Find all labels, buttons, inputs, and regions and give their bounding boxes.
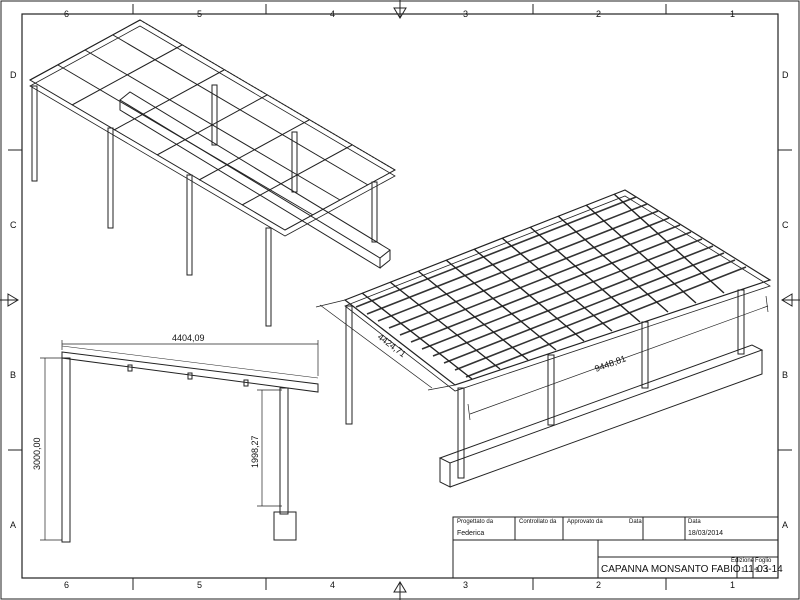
date-label-1: Data [629,519,642,525]
zone-row-left-d: D [10,70,17,80]
date-value: 18/03/2014 [688,530,724,537]
zone-col-top-2: 2 [596,9,602,19]
zone-col-top-6: 6 [64,9,70,19]
zone-row-right-c: C [782,220,789,230]
zone-row-right-d: D [782,70,789,80]
date-label-2: Data [688,519,701,525]
zone-row-left-a: A [10,520,17,530]
dim-roof-width: 4404,09 [172,333,205,343]
sheet-value: 1 / 1 [755,567,769,574]
designed-by-value: Federica [457,530,485,537]
zone-col-bottom-5: 5 [197,580,203,590]
zone-col-top-5: 5 [197,9,203,19]
approved-by-label: Approvato da [567,519,603,525]
zone-row-left-c: C [10,220,17,230]
sheet-inner-border [21,13,779,579]
zone-row-right-a: A [782,520,789,530]
dim-length: 9448,81 [593,353,627,374]
checked-by-label: Controllato da [519,519,557,525]
drawing-title: CAPANNA MONSANTO FABIO 11-03-14 [601,564,783,575]
iso-dimension-lines [315,295,769,421]
dim-total-height: 3000,00 [32,437,42,470]
edition-label: Edizione [731,558,755,564]
zone-ticks [8,4,792,590]
iso-view-wireframe [28,19,397,327]
zone-col-top-1: 1 [730,9,736,19]
dim-post-height: 1998,27 [250,435,260,468]
zone-col-bottom-2: 2 [596,580,602,590]
zone-col-bottom-1: 1 [730,580,736,590]
iso-view-shaded [343,189,772,488]
side-dimension-lines [40,340,319,541]
side-elevation [61,345,319,543]
zone-row-right-b: B [782,370,789,380]
title-block-frame [452,516,779,579]
sheet-label: Foglio [755,558,772,564]
designed-by-label: Progettato da [457,519,494,525]
zone-col-bottom-3: 3 [463,580,469,590]
zone-col-top-3: 3 [463,9,469,19]
zone-row-left-b: B [10,370,17,380]
edition-value: 1 [741,567,745,574]
zone-col-bottom-6: 6 [64,580,70,590]
zone-col-bottom-4: 4 [330,580,336,590]
zone-col-top-4: 4 [330,9,336,19]
